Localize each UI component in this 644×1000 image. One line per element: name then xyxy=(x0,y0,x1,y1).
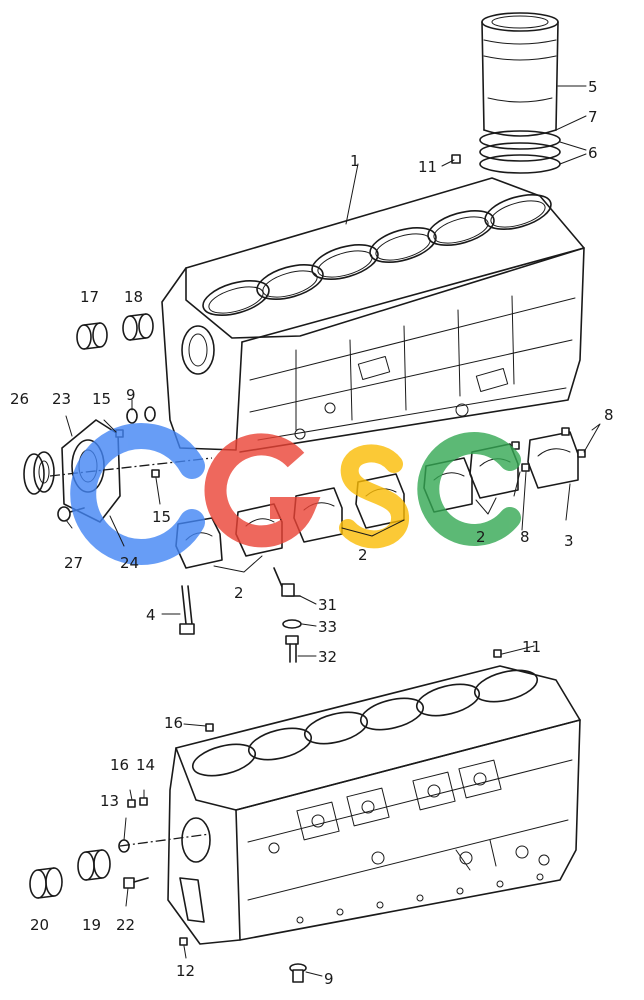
bushing-17 xyxy=(76,322,108,350)
callout-13: 13 xyxy=(100,792,119,810)
callout-23: 23 xyxy=(52,390,71,408)
bolt-32 xyxy=(285,635,299,663)
bushing-19 xyxy=(77,849,111,881)
leader-lines xyxy=(65,85,601,977)
watermark-letter-c1 xyxy=(70,423,205,565)
callout-26: 26 xyxy=(10,390,29,408)
piston-rings xyxy=(479,130,561,174)
camshaft-centerline xyxy=(119,833,211,847)
watermark-letter-s xyxy=(339,444,409,549)
dowel-pin-lower xyxy=(493,649,502,658)
watermark-letter-c2 xyxy=(417,432,521,546)
callout-20: 20 xyxy=(30,916,49,934)
plug-9-upper xyxy=(126,406,156,424)
main-bearing-bolt-4 xyxy=(179,585,195,635)
pin-16 xyxy=(127,799,136,808)
washer-33 xyxy=(282,619,302,629)
pin-15-b xyxy=(151,469,160,478)
callout-labels: 1 5 7 6 11 17 18 26 23 15 9 15 27 24 8 8… xyxy=(10,78,614,988)
thrust-bearing-cap-3 xyxy=(527,431,579,489)
callout-2-mid: 2 xyxy=(358,546,368,564)
callout-8-mid: 8 xyxy=(520,528,530,546)
oil-seal-26 xyxy=(23,451,55,495)
callout-4: 4 xyxy=(146,606,156,624)
dowel-pin-upper xyxy=(451,154,461,164)
callout-17: 17 xyxy=(80,288,99,306)
callout-19: 19 xyxy=(82,916,101,934)
cylinder-liner xyxy=(481,12,559,137)
callout-16-top: 16 xyxy=(164,714,183,732)
oil-jet-31 xyxy=(273,567,301,597)
cylinder-block-lower xyxy=(167,665,581,945)
dowel-16-top xyxy=(205,723,214,732)
cylinder-block-upper xyxy=(161,177,585,453)
callout-6: 6 xyxy=(588,144,598,162)
callout-31: 31 xyxy=(318,596,337,614)
drain-plug-9 xyxy=(289,963,307,983)
callout-8-right: 8 xyxy=(604,406,614,424)
callout-5: 5 xyxy=(588,78,598,96)
callout-3: 3 xyxy=(564,532,574,550)
callout-9-upper: 9 xyxy=(126,386,136,404)
callout-7: 7 xyxy=(588,108,598,126)
callout-27: 27 xyxy=(64,554,83,572)
callout-15-b: 15 xyxy=(152,508,171,526)
callout-15-a: 15 xyxy=(92,390,111,408)
pin-14 xyxy=(139,797,148,806)
callout-16-left: 16 xyxy=(110,756,129,774)
callout-11-upper: 11 xyxy=(418,158,437,176)
callout-2-right: 2 xyxy=(476,528,486,546)
plug-22 xyxy=(123,877,149,889)
pin-12 xyxy=(179,937,188,946)
callout-9-lower: 9 xyxy=(324,970,334,988)
dowels-8 xyxy=(511,427,586,472)
bushing-20 xyxy=(29,867,63,899)
callout-22: 22 xyxy=(116,916,135,934)
callout-18: 18 xyxy=(124,288,143,306)
callout-32: 32 xyxy=(318,648,337,666)
callout-1: 1 xyxy=(350,152,360,170)
callout-11-lower: 11 xyxy=(522,638,541,656)
callout-2-left: 2 xyxy=(234,584,244,602)
callout-14: 14 xyxy=(136,756,155,774)
callout-24: 24 xyxy=(120,554,139,572)
bushing-18 xyxy=(122,313,154,341)
callout-33: 33 xyxy=(318,618,337,636)
watermark-logo xyxy=(70,423,521,565)
callout-12: 12 xyxy=(176,962,195,980)
watermark-letter-g xyxy=(204,433,321,548)
